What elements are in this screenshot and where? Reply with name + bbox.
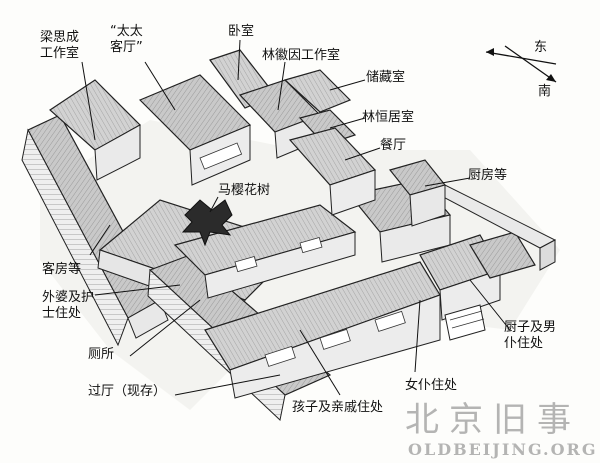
inner-south-row [173, 204, 357, 299]
label-maid: 女仆住处 [405, 378, 458, 393]
label-liang-studio: 梁思成 工作室 [40, 30, 80, 61]
label-children: 孩子及亲戚住处 [292, 400, 384, 415]
label-toilet: 厕所 [88, 347, 115, 362]
watermark-url: OLDBEIJING.ORG [408, 440, 598, 459]
label-grandma: 外婆及护 士住处 [42, 290, 95, 321]
label-cook: 厨子及男 仆住处 [504, 320, 557, 351]
label-tree: 马樱花树 [218, 183, 271, 198]
compass-east-label: 东 [534, 40, 548, 55]
tree-illustration [181, 199, 233, 247]
compass-south-label: 南 [538, 84, 552, 99]
leader-lines [81, 39, 511, 396]
east-wall [428, 184, 557, 271]
label-dining: 餐厅 [380, 138, 407, 153]
label-storage: 储藏室 [366, 70, 406, 85]
label-bedroom: 卧室 [228, 24, 255, 39]
label-tai-tai-salon: “太太 客厅” [110, 24, 143, 55]
label-lin-studio: 林徽因工作室 [262, 48, 341, 63]
label-guest: 客房等 [42, 262, 82, 277]
label-kitchen: 厨房等 [468, 168, 508, 183]
watermark-main: 北京旧事 [405, 400, 581, 440]
label-lin-heng-room: 林恒居室 [362, 110, 415, 125]
compass-arrows [485, 45, 557, 83]
south-wing [147, 254, 441, 421]
north-row [49, 49, 447, 227]
label-passage: 过厅（现存） [88, 384, 167, 399]
